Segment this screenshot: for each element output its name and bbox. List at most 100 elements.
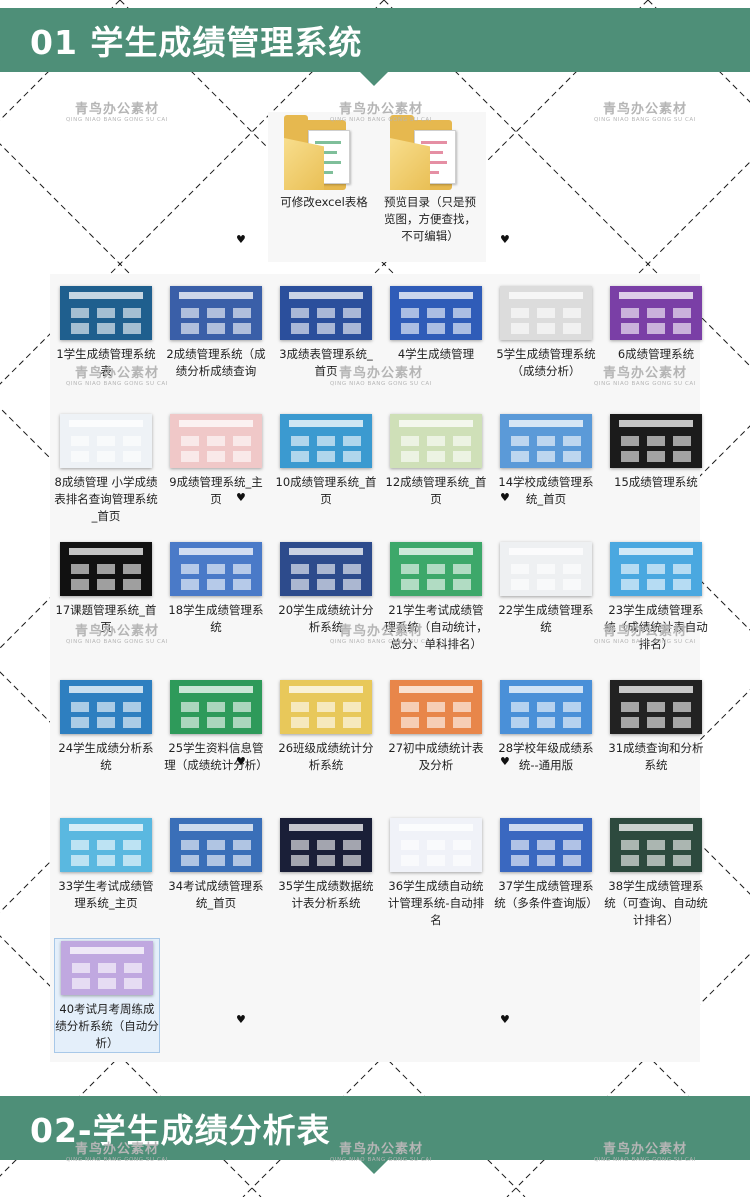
file-item[interactable]: 18学生成绩管理系统 bbox=[164, 540, 268, 636]
file-item[interactable]: 9成绩管理系统_主页 bbox=[164, 412, 268, 508]
file-thumbnail bbox=[280, 680, 372, 734]
watermark-en: QING NIAO BANG GONG SU CAI bbox=[330, 381, 433, 387]
file-label: 10成绩管理系统_首页 bbox=[275, 475, 377, 506]
folder-editable-excel[interactable]: 可修改excel表格 bbox=[274, 115, 374, 211]
file-label: 38学生成绩管理系统（可查询、自动统计排名） bbox=[604, 879, 708, 927]
file-label: 4学生成绩管理 bbox=[397, 347, 475, 361]
watermark-cn: 青鸟办公素材 bbox=[339, 366, 424, 381]
file-thumbnail bbox=[390, 818, 482, 872]
file-item[interactable]: 8成绩管理 小学成绩表排名查询管理系统_首页 bbox=[54, 412, 158, 525]
file-thumbnail bbox=[280, 286, 372, 340]
file-thumbnail bbox=[61, 941, 153, 995]
file-item[interactable]: 24学生成绩分析系统 bbox=[54, 678, 158, 774]
watermark-cn: 青鸟办公素材 bbox=[339, 624, 424, 639]
file-label: 24学生成绩分析系统 bbox=[58, 741, 154, 772]
file-thumbnail bbox=[390, 680, 482, 734]
heart-icon: ♥ bbox=[236, 491, 246, 504]
file-label: 9成绩管理系统_主页 bbox=[169, 475, 263, 506]
watermark-cn: 青鸟办公素材 bbox=[603, 366, 688, 381]
file-item[interactable]: 15成绩管理系统 bbox=[604, 412, 708, 491]
watermark-en: QING NIAO BANG GONG SU CAI bbox=[330, 117, 433, 123]
file-label: 15成绩管理系统 bbox=[614, 475, 698, 489]
watermark-cn: 青鸟办公素材 bbox=[603, 624, 688, 639]
watermark-cn: 青鸟办公素材 bbox=[603, 1142, 688, 1157]
heart-icon: ♥ bbox=[500, 755, 510, 768]
file-item[interactable]: 35学生成绩数据统计表分析系统 bbox=[274, 816, 378, 912]
heart-icon: ♥ bbox=[500, 491, 510, 504]
file-thumbnail bbox=[170, 542, 262, 596]
file-item[interactable]: 4学生成绩管理 bbox=[384, 284, 488, 363]
watermark-cn: 青鸟办公素材 bbox=[75, 1142, 160, 1157]
watermark-cn: 青鸟办公素材 bbox=[339, 102, 424, 117]
section-title-1: 01 学生成绩管理系统 bbox=[30, 23, 363, 62]
file-label: 6成绩管理系统 bbox=[617, 347, 695, 361]
file-item[interactable]: 40考试月考周练成绩分析系统（自动分析） bbox=[54, 938, 160, 1053]
file-item[interactable]: 34考试成绩管理系统_首页 bbox=[164, 816, 268, 912]
file-thumbnail bbox=[170, 286, 262, 340]
file-item[interactable]: 37学生成绩管理系统（多条件查询版） bbox=[494, 816, 598, 912]
file-thumbnail bbox=[610, 542, 702, 596]
watermark-en: QING NIAO BANG GONG SU CAI bbox=[594, 639, 697, 645]
file-item[interactable]: 27初中成绩统计表及分析 bbox=[384, 678, 488, 774]
file-label: 12成绩管理系统_首页 bbox=[385, 475, 487, 506]
file-thumbnail bbox=[610, 818, 702, 872]
heart-icon: ♥ bbox=[500, 1013, 510, 1026]
file-item[interactable]: 36学生成绩自动统计管理系统-自动排名 bbox=[384, 816, 488, 929]
file-item[interactable]: 26班级成绩统计分析系统 bbox=[274, 678, 378, 774]
watermark-en: QING NIAO BANG GONG SU CAI bbox=[330, 639, 433, 645]
watermark-cn: 青鸟办公素材 bbox=[75, 366, 160, 381]
file-thumbnail bbox=[170, 414, 262, 468]
file-thumbnail bbox=[280, 542, 372, 596]
watermark-en: QING NIAO BANG GONG SU CAI bbox=[66, 381, 169, 387]
heart-icon: ♥ bbox=[236, 755, 246, 768]
file-thumbnail bbox=[500, 680, 592, 734]
file-item[interactable]: 31成绩查询和分析系统 bbox=[604, 678, 708, 774]
file-thumbnail bbox=[60, 818, 152, 872]
file-label: 2成绩管理系统（成绩分析成绩查询 bbox=[166, 347, 266, 378]
section-banner-1: 01 学生成绩管理系统 bbox=[0, 8, 750, 86]
watermark-en: QING NIAO BANG GONG SU CAI bbox=[594, 117, 697, 123]
file-thumbnail bbox=[500, 542, 592, 596]
file-item[interactable]: 25学生资料信息管理（成绩统计分析） bbox=[164, 678, 268, 774]
file-label: 37学生成绩管理系统（多条件查询版） bbox=[494, 879, 598, 910]
watermark-cn: 青鸟办公素材 bbox=[603, 102, 688, 117]
file-thumbnail bbox=[390, 542, 482, 596]
file-thumbnail bbox=[170, 818, 262, 872]
file-item[interactable]: 2成绩管理系统（成绩分析成绩查询 bbox=[164, 284, 268, 380]
watermark-en: QING NIAO BANG GONG SU CAI bbox=[594, 381, 697, 387]
folder-preview-catalog[interactable]: 预览目录（只是预览图，方便查找，不可编辑） bbox=[380, 115, 480, 245]
file-thumbnail bbox=[60, 414, 152, 468]
file-item[interactable]: 33学生考试成绩管理系统_主页 bbox=[54, 816, 158, 912]
folder-label: 可修改excel表格 bbox=[280, 195, 368, 209]
file-label: 25学生资料信息管理（成绩统计分析） bbox=[164, 741, 268, 772]
file-item[interactable]: 38学生成绩管理系统（可查询、自动统计排名） bbox=[604, 816, 708, 929]
file-label: 8成绩管理 小学成绩表排名查询管理系统_首页 bbox=[54, 475, 158, 523]
file-item[interactable]: 22学生成绩管理系统 bbox=[494, 540, 598, 636]
file-item[interactable]: 6成绩管理系统 bbox=[604, 284, 708, 363]
banner-notch bbox=[360, 72, 388, 86]
folder-icon bbox=[390, 115, 470, 192]
file-thumbnail bbox=[500, 414, 592, 468]
file-label: 5学生成绩管理系统（成绩分析） bbox=[496, 347, 596, 378]
watermark-en: QING NIAO BANG GONG SU CAI bbox=[594, 1157, 697, 1163]
file-thumbnail bbox=[60, 286, 152, 340]
file-item[interactable]: 12成绩管理系统_首页 bbox=[384, 412, 488, 508]
file-item[interactable]: 5学生成绩管理系统（成绩分析） bbox=[494, 284, 598, 380]
file-label: 35学生成绩数据统计表分析系统 bbox=[278, 879, 374, 910]
file-label: 33学生考试成绩管理系统_主页 bbox=[58, 879, 154, 910]
file-label: 34考试成绩管理系统_首页 bbox=[168, 879, 264, 910]
file-thumbnail bbox=[390, 286, 482, 340]
watermark-cn: 青鸟办公素材 bbox=[339, 1142, 424, 1157]
file-item[interactable]: 10成绩管理系统_首页 bbox=[274, 412, 378, 508]
folder-panel: 可修改excel表格 预览目录（只是预览图，方便查找，不可编辑） bbox=[268, 112, 486, 262]
file-thumbnail bbox=[610, 680, 702, 734]
